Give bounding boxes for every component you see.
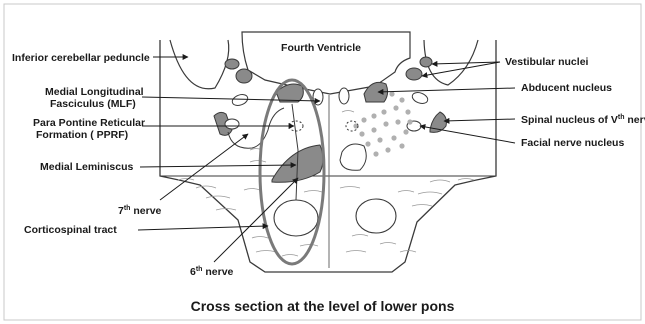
left-vestibular-nucleus-2 <box>236 69 252 83</box>
mlf-label-line2: Fasciculus (MLF) <box>50 98 136 110</box>
mlf-label-line1: Medial Longitudinal <box>45 86 144 98</box>
spinal-nucleus-word: nerve <box>624 114 645 126</box>
corticospinal-tract-label: Corticospinal tract <box>24 224 117 236</box>
seventh-nerve-label: 7th nerve <box>118 203 161 217</box>
pointer-facial-nucleus <box>420 126 515 143</box>
pprf-label-line1: Para Pontine Reticular <box>33 117 145 129</box>
left-peduncle <box>170 40 229 89</box>
diagram-caption: Cross section at the level of lower pons <box>0 298 645 314</box>
left-facial-nucleus <box>225 119 239 129</box>
fourth-ventricle-label: Fourth Ventricle <box>266 42 376 54</box>
right-corticospinal-tract <box>356 199 396 233</box>
right-medial-lemniscus <box>340 144 366 170</box>
left-vestibular-nucleus <box>225 59 239 69</box>
medial-lemniscus-label: Medial Leminiscus <box>40 161 133 173</box>
pprf-label-line2: Formation ( PPRF) <box>36 129 128 141</box>
pointer-lemniscus <box>140 165 296 167</box>
pointer-abducent <box>378 88 515 92</box>
right-vestibular-nucleus-2 <box>406 68 422 80</box>
left-small-ellipse-1 <box>231 93 249 108</box>
spinal-nucleus-label: Spinal nucleus of Vth nerve <box>521 112 645 126</box>
right-small-ellipse-1 <box>339 88 349 104</box>
abducent-nucleus-label: Abducent nucleus <box>521 82 612 94</box>
right-small-ellipse-2 <box>411 91 429 106</box>
sixth-nerve-label: 6th nerve <box>190 264 233 278</box>
sixth-nerve-word: nerve <box>202 266 233 278</box>
inferior-cerebellar-peduncle-label: Inferior cerebellar peduncle <box>12 52 150 64</box>
right-vestibular-nucleus <box>420 57 432 67</box>
spinal-nucleus-text: Spinal nucleus of V <box>521 114 618 126</box>
seventh-nerve-word: nerve <box>130 205 161 217</box>
pointer-spinal-nucleus <box>444 119 515 121</box>
left-corticospinal-tract <box>274 200 318 236</box>
facial-nerve-nucleus-label: Facial nerve nucleus <box>521 137 624 149</box>
vestibular-nuclei-label: Vestibular nuclei <box>505 56 588 68</box>
